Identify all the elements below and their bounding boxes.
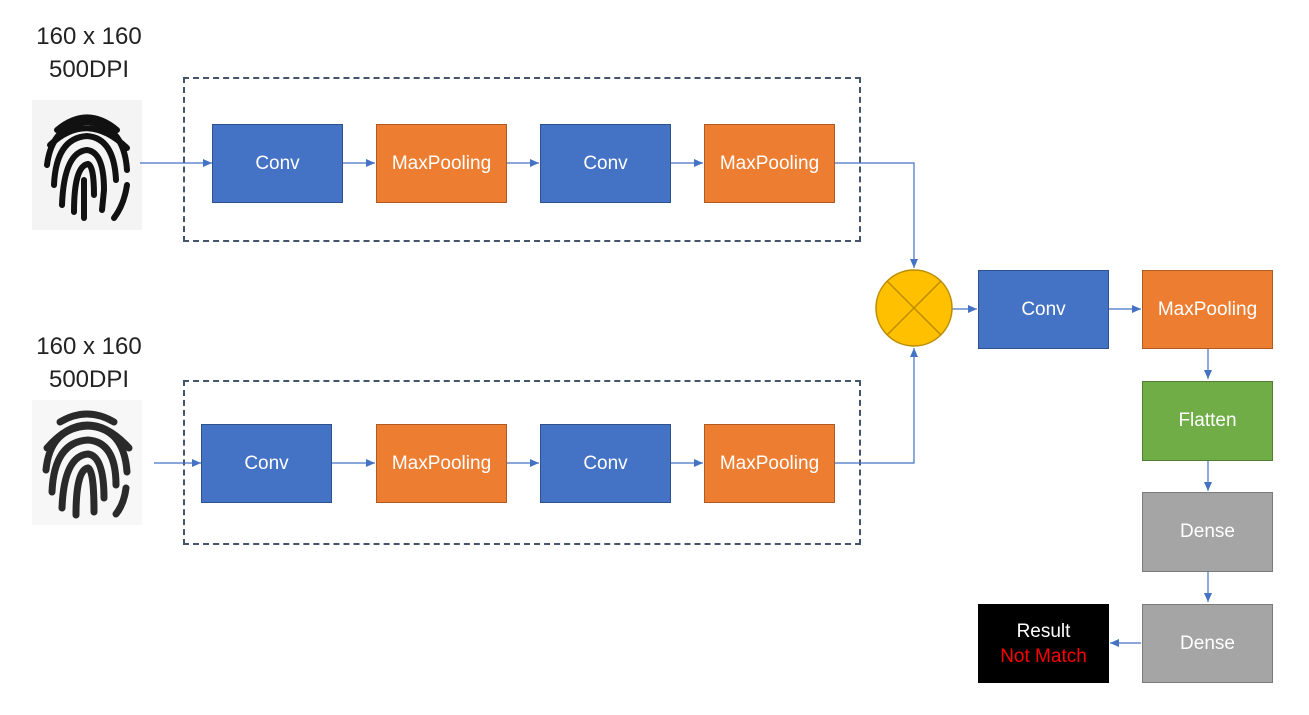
dense-layer-2: Dense <box>1142 604 1273 683</box>
top-maxpooling-1: MaxPooling <box>376 124 507 203</box>
input-dpi: 500DPI <box>48 366 130 393</box>
input-size: 160 x 160 <box>36 333 142 360</box>
merge-cross-icon <box>875 269 953 347</box>
flatten-layer: Flatten <box>1142 381 1273 461</box>
dense-layer-1: Dense <box>1142 492 1273 572</box>
head-maxpooling: MaxPooling <box>1142 270 1273 349</box>
input-label-top: 160 x 160 500DPI <box>14 20 164 86</box>
input-dpi: 500DPI <box>48 56 130 83</box>
input-label-bottom: 160 x 160 500DPI <box>14 330 164 396</box>
top-conv-1: Conv <box>212 124 343 203</box>
result-box: Result Not Match <box>978 604 1109 683</box>
fingerprint-icon <box>32 100 142 230</box>
head-conv: Conv <box>978 270 1109 349</box>
top-conv-2: Conv <box>540 124 671 203</box>
bottom-maxpooling-1: MaxPooling <box>376 424 507 503</box>
input-size: 160 x 160 <box>36 23 142 50</box>
top-maxpooling-2: MaxPooling <box>704 124 835 203</box>
fingerprint-icon <box>32 400 142 525</box>
result-value: Not Match <box>1000 645 1087 667</box>
bottom-conv-1: Conv <box>201 424 332 503</box>
branch-group-top <box>183 77 861 242</box>
bottom-maxpooling-2: MaxPooling <box>704 424 835 503</box>
bottom-conv-2: Conv <box>540 424 671 503</box>
result-title: Result <box>1016 620 1071 642</box>
